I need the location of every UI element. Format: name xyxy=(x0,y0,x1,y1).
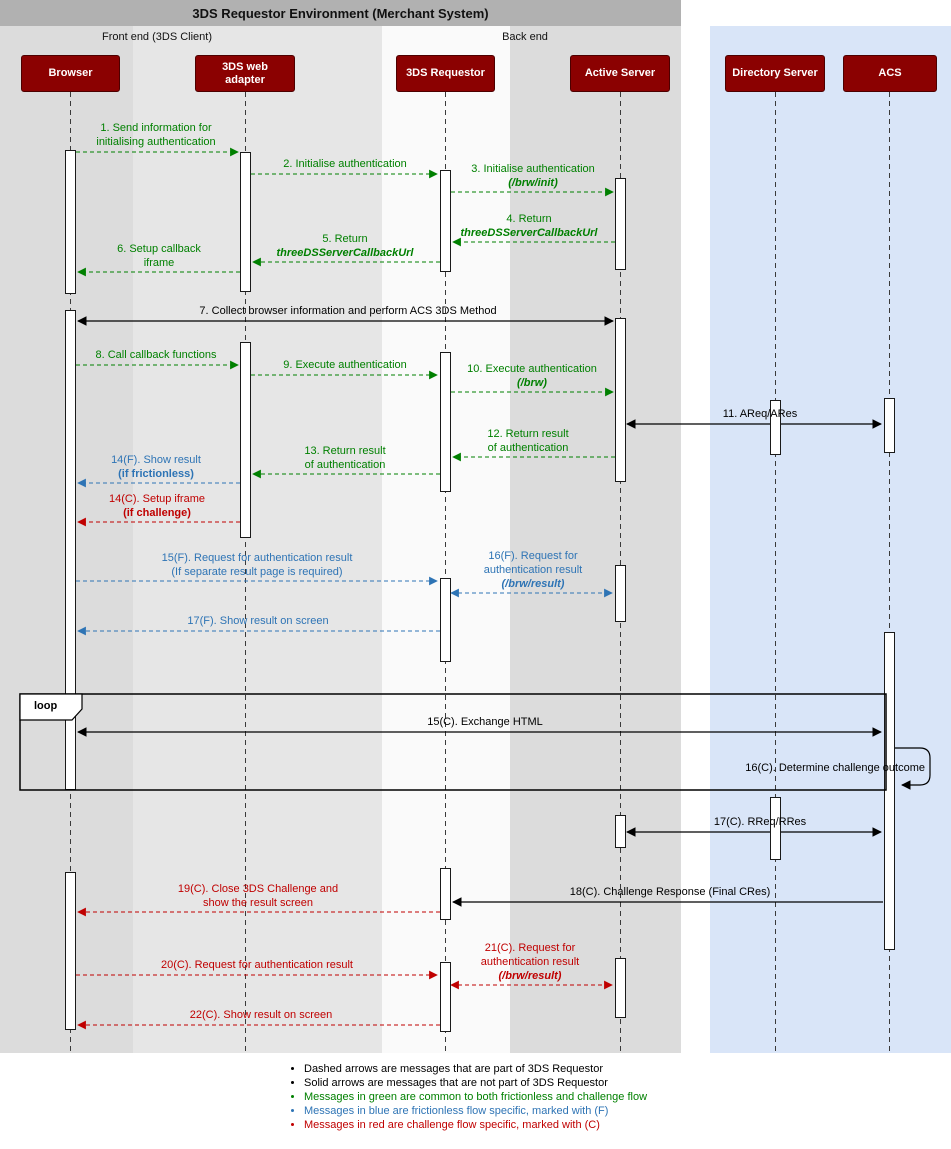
participant-3ds-web-adapter: 3DS web adapter xyxy=(195,55,295,92)
loop-operator-label: loop xyxy=(34,700,58,712)
legend-item-solid-arrows: Solid arrows are messages that are not p… xyxy=(304,1076,724,1090)
activation-active-server xyxy=(615,318,626,482)
message-14c-label: 14(C). Setup iframe(if challenge) xyxy=(109,493,205,519)
message-8-label: 8. Call callback functions xyxy=(95,349,217,361)
legend-item-dashed-arrows: Dashed arrows are messages that are part… xyxy=(304,1062,724,1076)
activation-active-server xyxy=(615,815,626,848)
activation-requestor xyxy=(440,352,451,492)
activation-browser xyxy=(65,150,76,294)
legend: Dashed arrows are messages that are part… xyxy=(288,1062,724,1132)
acs-directory-region-band xyxy=(710,26,951,1053)
active-server-column-band xyxy=(510,26,681,1053)
message-17f-label: 17(F). Show result on screen xyxy=(187,615,329,627)
message-20c-label: 20(C). Request for authentication result xyxy=(161,959,353,971)
participant-active-server: Active Server xyxy=(570,55,670,92)
activation-active-server xyxy=(615,958,626,1018)
activation-requestor xyxy=(440,578,451,662)
adapter-column-band xyxy=(133,26,382,1053)
activation-acs xyxy=(884,632,895,950)
message-10-label: 10. Execute authentication(/brw) xyxy=(467,363,597,389)
message-3-label: 3. Initialise authentication(/brw/init) xyxy=(471,163,595,189)
message-22c-label: 22(C). Show result on screen xyxy=(189,1009,333,1021)
activation-requestor xyxy=(440,170,451,272)
participant-3ds-requestor: 3DS Requestor xyxy=(396,55,495,92)
activation-directory-server xyxy=(770,797,781,860)
activation-active-server xyxy=(615,178,626,270)
message-7-label: 7. Collect browser information and perfo… xyxy=(199,305,497,317)
back-end-section-label: Back end xyxy=(502,31,548,43)
activation-browser xyxy=(65,310,76,790)
activation-adapter xyxy=(240,342,251,538)
message-18c-label: 18(C). Challenge Response (Final CRes) xyxy=(569,886,771,898)
activation-active-server xyxy=(615,565,626,622)
activation-requestor xyxy=(440,868,451,920)
message-17c-label: 17(C). RReq/RRes xyxy=(713,816,807,828)
activation-requestor xyxy=(440,962,451,1032)
activation-directory-server xyxy=(770,400,781,455)
legend-item-red-messages: Messages in red are challenge flow speci… xyxy=(304,1118,724,1132)
message-15c-label: 15(C). Exchange HTML xyxy=(427,716,543,728)
front-end-section-label: Front end (3DS Client) xyxy=(101,31,213,43)
activation-adapter xyxy=(240,152,251,292)
diagram-title: 3DS Requestor Environment (Merchant Syst… xyxy=(0,0,681,26)
message-14f-label: 14(F). Show result(if frictionless) xyxy=(111,454,201,480)
message-2-label: 2. Initialise authentication xyxy=(283,158,407,170)
participant-browser: Browser xyxy=(21,55,120,92)
participant-acs: ACS xyxy=(843,55,937,92)
legend-item-blue-messages: Messages in blue are frictionless flow s… xyxy=(304,1104,724,1118)
participant-directory-server: Directory Server xyxy=(725,55,825,92)
message-16c-label: 16(C). Determine challenge outcome xyxy=(745,762,925,774)
message-15f-label: 15(F). Request for authentication result… xyxy=(161,552,353,578)
message-9-label: 9. Execute authentication xyxy=(283,359,407,371)
activation-acs xyxy=(884,398,895,453)
message-11-label: 11. AReq/ARes xyxy=(722,408,798,420)
activation-browser xyxy=(65,872,76,1030)
legend-item-green-messages: Messages in green are common to both fri… xyxy=(304,1090,724,1104)
